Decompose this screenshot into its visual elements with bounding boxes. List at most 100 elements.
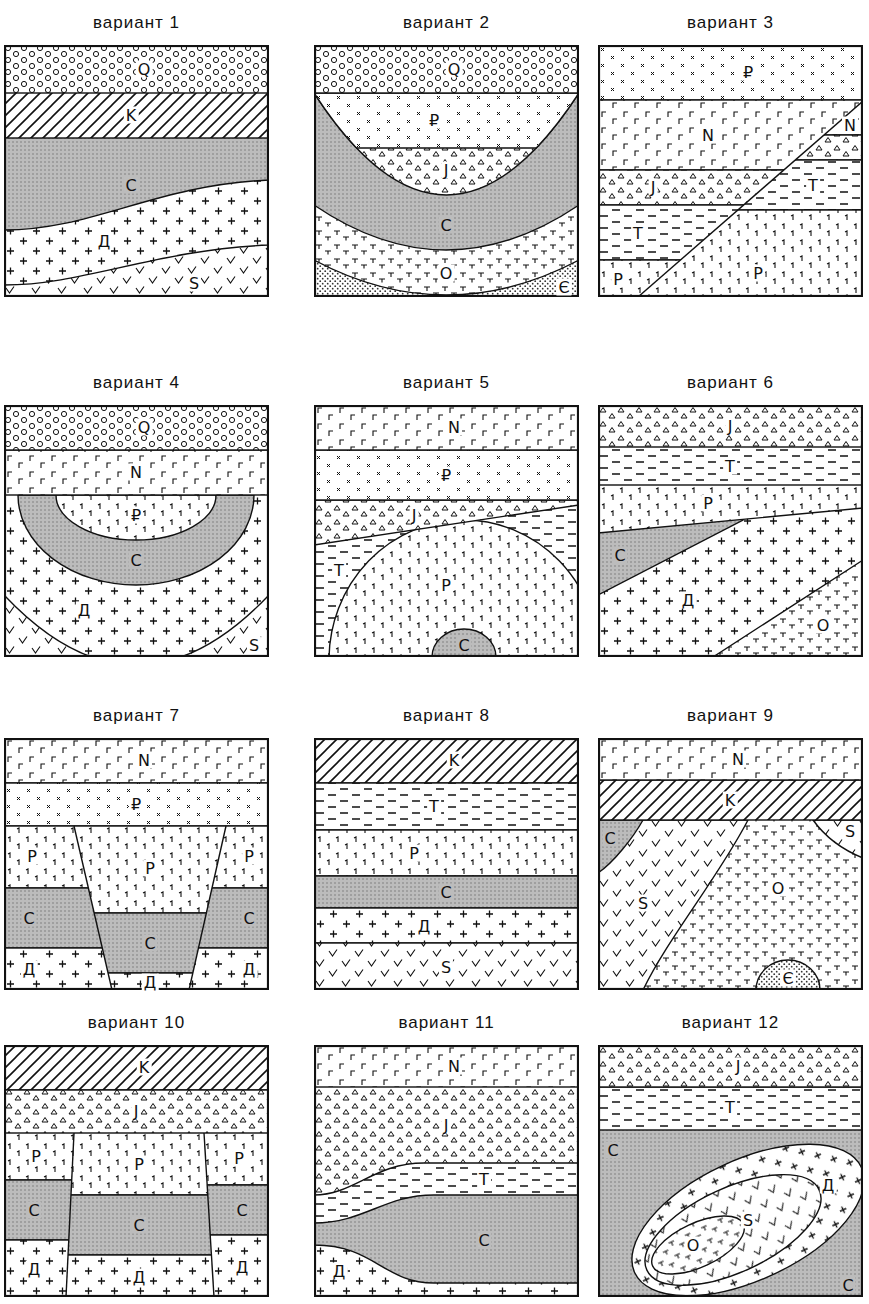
layer-index: N [700, 127, 716, 144]
rock-layer [314, 1045, 579, 1223]
rock-layer [4, 738, 269, 783]
variant-panel: вариант 4QN₽CДS [4, 369, 269, 657]
layer-text: K [449, 751, 460, 770]
rock-layer [356, 147, 537, 148]
layer-index: P [25, 848, 39, 865]
layer-text: O [817, 616, 830, 635]
variant-panel: вариант 5N₽JTPC [314, 369, 579, 657]
rock-layer [5, 406, 268, 656]
rock-layer [314, 45, 579, 93]
layer-text: C [842, 1276, 853, 1295]
layer-text: J [444, 1116, 449, 1135]
layer-text: C [243, 909, 254, 928]
rock-layer [813, 820, 863, 858]
rock-layer [66, 1133, 74, 1297]
layer-index: K [137, 1059, 152, 1076]
layer-text: Є [782, 969, 793, 988]
rock-layer [598, 780, 863, 820]
layer-text: C [607, 1141, 618, 1160]
layer-text: S [638, 894, 648, 913]
variant-heading: вариант 9 [598, 706, 863, 726]
layer-text: C [478, 1231, 489, 1250]
rock-layer [4, 1133, 269, 1297]
layer-index: Є [556, 279, 571, 296]
layer-text: P [409, 844, 419, 863]
rock-layer [598, 160, 863, 210]
layer-index: J [649, 179, 658, 196]
rock-layer [4, 1235, 269, 1297]
layer-index: N [136, 752, 152, 769]
rock-layer [314, 450, 579, 500]
layer-text: Д [144, 973, 157, 992]
rock-layer [315, 46, 578, 296]
rock-layer [598, 100, 863, 135]
layer-index: Д [680, 592, 697, 609]
geologic-section [4, 738, 269, 990]
layer-index: J [442, 162, 451, 179]
variant-panel: вариант 8KTPCДS [314, 702, 579, 990]
layer-index: S [439, 959, 453, 976]
layer-index: P [242, 848, 256, 865]
variant-panel: вариант 7N₽PPPCCCДДД [4, 702, 269, 990]
rock-layer [314, 1045, 579, 1283]
rock-layer [204, 1133, 214, 1297]
layer-text: T [808, 176, 818, 195]
layer-text: C [440, 883, 451, 902]
layer-text: Д [243, 960, 256, 979]
layer-text: ₽ [131, 795, 141, 814]
layer-index: C [840, 1277, 855, 1294]
layer-text: C [604, 829, 615, 848]
layer-index: C [438, 884, 453, 901]
geologic-section [598, 738, 863, 990]
rock-layer [314, 45, 579, 297]
layer-index: N [446, 1058, 462, 1075]
layer-text: ₽ [743, 63, 753, 82]
rock-layer [315, 1046, 578, 1296]
layer-text: P [31, 1147, 41, 1166]
layer-text: J [736, 1057, 741, 1076]
geologic-section [314, 405, 579, 657]
layer-text: S [249, 636, 259, 655]
layer-index: P [751, 265, 765, 282]
layer-text: ₽ [441, 466, 451, 485]
rock-layer [598, 738, 863, 990]
layer-text: N [130, 463, 142, 482]
layer-text: Д [133, 1268, 146, 1287]
layer-text: J [651, 178, 656, 197]
heading-text: вариант 10 [88, 1013, 186, 1032]
rock-layer [314, 943, 579, 990]
heading-text: вариант 8 [403, 706, 490, 725]
layer-index: Q [136, 419, 153, 436]
layer-text: Д [98, 232, 111, 251]
layer-index: N [730, 751, 746, 768]
geologic-section [4, 405, 269, 657]
layer-index: N [446, 419, 462, 436]
layer-index: P [439, 577, 453, 594]
rock-layer [189, 826, 226, 990]
layer-index: Д [241, 961, 258, 978]
layer-index: K [723, 792, 738, 809]
layer-text: T [479, 1170, 489, 1189]
layer-index: S [247, 637, 261, 654]
layer-index: O [438, 265, 455, 282]
layer-text: ₽ [429, 111, 439, 130]
rock-layer [314, 908, 579, 943]
layer-index: ₽ [439, 467, 453, 484]
layer-text: J [444, 161, 449, 180]
layer-text: C [236, 1201, 247, 1220]
layer-text: S [743, 1211, 753, 1230]
variant-panel: вариант 6JTPCДO [598, 369, 863, 657]
heading-text: вариант 9 [687, 706, 774, 725]
layer-index: T [332, 562, 346, 579]
rock-layer [756, 960, 820, 990]
layer-text: N [732, 750, 744, 769]
geologic-section [4, 45, 269, 297]
layer-index: Д [96, 233, 113, 250]
rock-layer [598, 405, 863, 485]
layer-index: Д [26, 1261, 43, 1278]
heading-text: вариант 4 [93, 373, 180, 392]
rock-layer [314, 1045, 579, 1087]
layer-index: S [636, 895, 650, 912]
layer-index: C [605, 1142, 620, 1159]
rock-layer [315, 739, 578, 989]
